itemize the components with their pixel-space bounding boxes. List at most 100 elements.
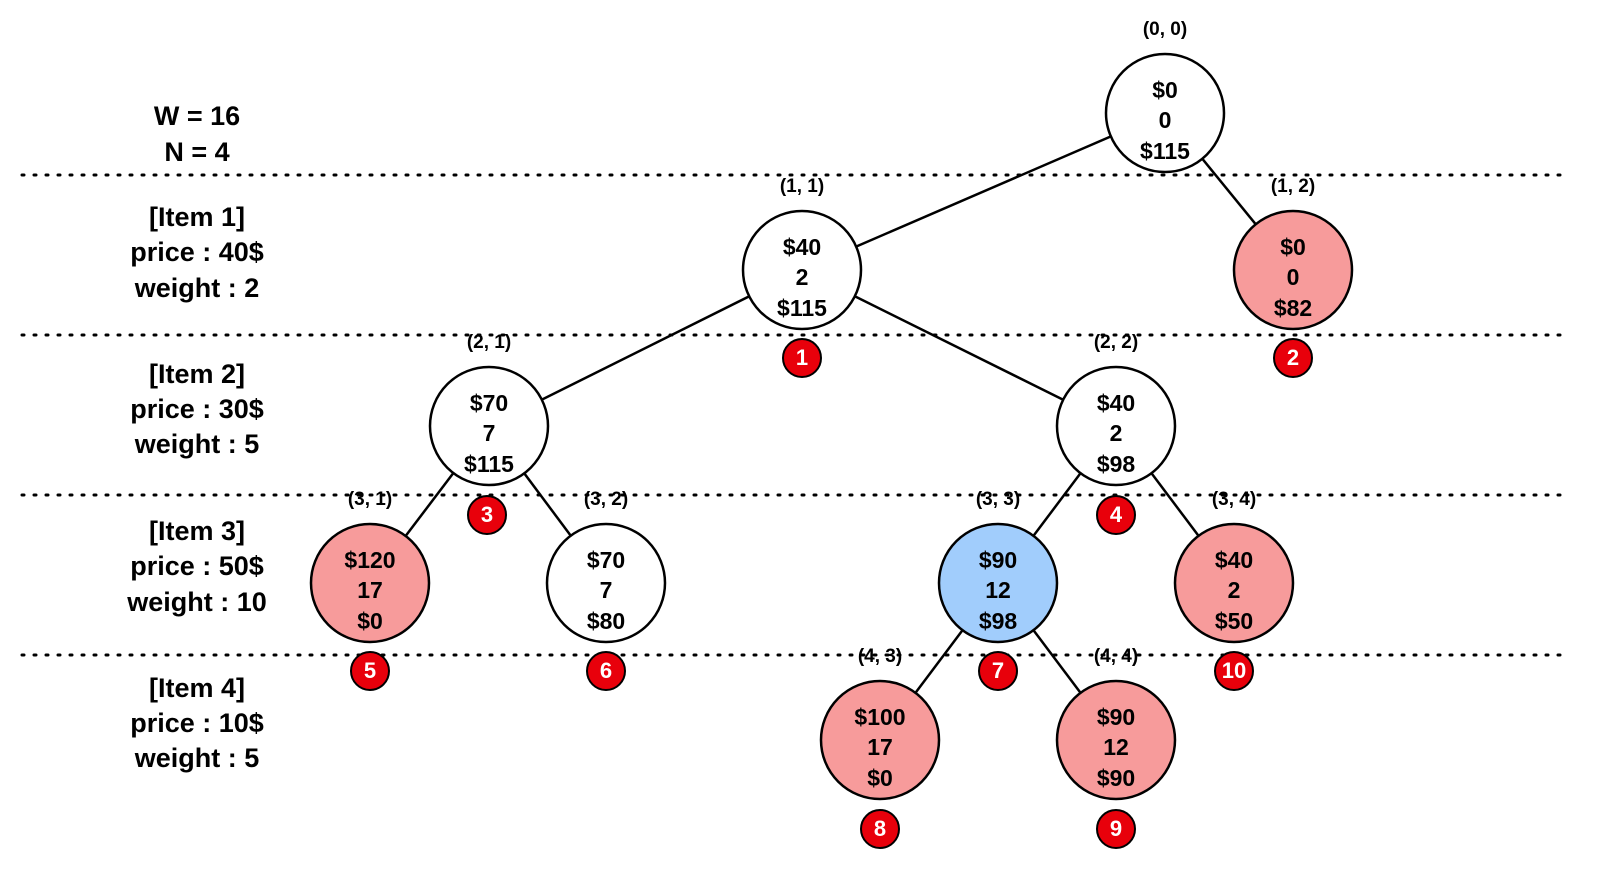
- item-price: price : 50$: [130, 551, 264, 581]
- tree-node-3-2: $70 7 $80 (3, 2) 6: [545, 489, 667, 691]
- node-weight: 7: [483, 420, 496, 446]
- node-coordinate: (3, 2): [584, 489, 628, 510]
- node-circle: [428, 365, 550, 487]
- tree-node-3-1: $120 17 $0 (3, 1) 5: [309, 489, 431, 691]
- node-bound: $115: [1140, 138, 1190, 164]
- node-profit: $70: [587, 547, 625, 573]
- node-bound: $50: [1215, 608, 1253, 634]
- node-profit: $0: [1280, 234, 1306, 260]
- node-circle: [545, 522, 667, 644]
- node-coordinate: (0, 0): [1143, 19, 1187, 40]
- order-badge-number: 6: [600, 658, 612, 683]
- tree-node-2-2: $402$98(2, 2)4: [1055, 332, 1177, 535]
- node-coordinate: (2, 1): [467, 332, 511, 353]
- order-badge: [1096, 495, 1136, 535]
- node-circle: [1173, 522, 1295, 644]
- order-badge-number: 8: [874, 816, 886, 841]
- node-profit: $40: [783, 234, 821, 260]
- node-profit: $90: [979, 547, 1017, 573]
- order-badge-number: 5: [364, 658, 376, 683]
- item-weight: weight : 5: [134, 429, 260, 459]
- order-badge: [350, 651, 390, 691]
- item-title: [Item 1]: [149, 202, 245, 232]
- order-badge-number: 10: [1222, 658, 1246, 683]
- node-circle: [1104, 52, 1226, 174]
- node-weight: 12: [985, 577, 1011, 603]
- node-weight: 2: [796, 264, 809, 290]
- tree-node-1-2: $0 0 $82 (1, 2) 2: [1232, 176, 1354, 378]
- item-weight: weight : 2: [134, 273, 260, 303]
- node-weight: 0: [1287, 264, 1300, 290]
- item-2-info: [Item 2] price : 30$ weight : 5: [130, 359, 264, 459]
- order-badge: [586, 651, 626, 691]
- item-price: price : 30$: [130, 394, 264, 424]
- order-badge: [978, 651, 1018, 691]
- node-bound: $82: [1274, 295, 1312, 321]
- node-circle: [937, 522, 1059, 644]
- node-bound: $98: [979, 608, 1018, 634]
- order-badge-number: 9: [1110, 816, 1122, 841]
- node-profit: $90: [1097, 704, 1135, 730]
- order-badge-number: 4: [1110, 502, 1123, 527]
- node-circle: [1055, 679, 1177, 801]
- item-title: [Item 4]: [149, 673, 245, 703]
- item-count-label: N = 4: [164, 137, 229, 167]
- tree-node-1-1: $40 2 $115 (1, 1) 1: [741, 176, 863, 378]
- item-price: price : 10$: [130, 708, 264, 738]
- order-badge-number: 1: [796, 345, 808, 370]
- node-weight: 7: [600, 577, 613, 603]
- node-profit: $100: [854, 704, 905, 730]
- order-badge-number: 2: [1287, 345, 1299, 370]
- node-bound: $115: [777, 295, 827, 321]
- order-badge: [1096, 809, 1136, 849]
- node-weight: 2: [1110, 420, 1123, 446]
- node-weight: 0: [1159, 107, 1172, 133]
- problem-header: W = 16 N = 4: [154, 101, 240, 167]
- node-profit: $120: [344, 547, 395, 573]
- order-badge: [467, 495, 507, 535]
- node-bound: $0: [357, 608, 383, 634]
- capacity-label: W = 16: [154, 101, 240, 131]
- item-4-info: [Item 4] price : 10$ weight : 5: [130, 673, 264, 773]
- node-bound: $115: [464, 451, 514, 477]
- node-bound: $90: [1097, 765, 1135, 791]
- level-separators: [20, 173, 1562, 657]
- tree-node-3-4: $402$50(3, 4)10: [1173, 489, 1295, 691]
- node-circle: [1232, 209, 1354, 331]
- item-price: price : 40$: [130, 237, 264, 267]
- order-badge: [860, 809, 900, 849]
- node-circle: [819, 679, 941, 801]
- node-profit: $70: [470, 390, 508, 416]
- node-circle: [309, 522, 431, 644]
- tree-node-4-4: $90 12 $90 (4, 4) 9: [1055, 646, 1177, 849]
- node-coordinate: (1, 2): [1271, 176, 1315, 197]
- tree-node-0-0: $0 0 $115 (0, 0): [1104, 19, 1226, 174]
- node-bound: $0: [867, 765, 893, 791]
- node-coordinate: (4, 4): [1094, 646, 1138, 667]
- node-coordinate: (1, 1): [780, 176, 824, 197]
- node-weight: 2: [1228, 577, 1241, 603]
- item-weight: weight : 10: [126, 587, 267, 617]
- order-badge-number: 7: [992, 658, 1004, 683]
- node-weight: 17: [357, 577, 383, 603]
- node-bound: $98: [1097, 451, 1136, 477]
- item-title: [Item 2]: [149, 359, 245, 389]
- order-badge-number: 3: [481, 502, 493, 527]
- node-circle: [1055, 365, 1177, 487]
- node-coordinate: (2, 2): [1094, 332, 1138, 353]
- item-weight: weight : 5: [134, 743, 260, 773]
- node-weight: 17: [867, 734, 893, 760]
- node-profit: $0: [1152, 77, 1178, 103]
- node-bound: $80: [587, 608, 625, 634]
- item-3-info: [Item 3] price : 50$ weight : 10: [126, 516, 267, 617]
- node-coordinate: (3, 1): [348, 489, 392, 510]
- tree-edge: [801, 111, 1166, 272]
- node-weight: 12: [1103, 734, 1129, 760]
- tree-node-2-1: $70 7 $115 (2, 1) 3: [428, 332, 550, 535]
- tree-nodes: $0 0 $115 (0, 0) $40 2 $115 (1, 1) 1 $0 0 $82 (1, 2)…: [309, 19, 1354, 849]
- item-title: [Item 3]: [149, 516, 245, 546]
- node-profit: $40: [1215, 547, 1253, 573]
- node-coordinate: (3, 3): [976, 489, 1020, 510]
